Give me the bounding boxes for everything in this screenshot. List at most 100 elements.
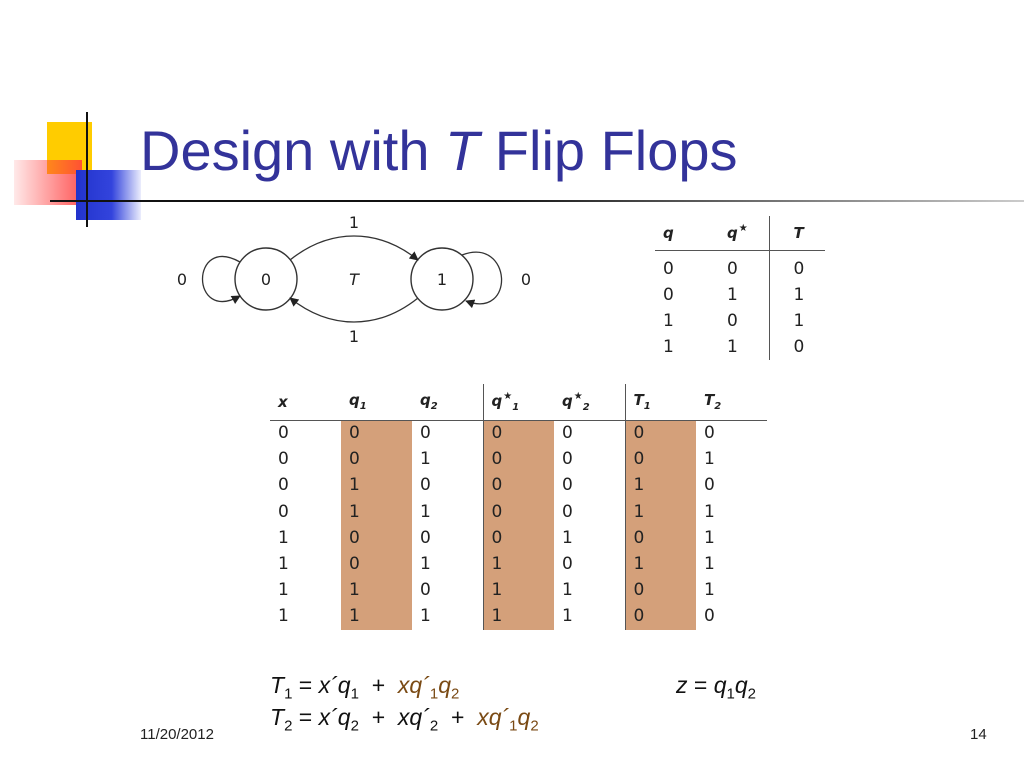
decor-vertical-line [86, 112, 88, 227]
cell: 0 [278, 423, 289, 444]
title-underline [50, 200, 1024, 202]
cell: 1 [420, 501, 431, 522]
title-variable: T [445, 119, 480, 182]
cell: 0 [624, 420, 696, 447]
cell: 1 [624, 550, 696, 578]
table-row: 1 0 1 [655, 308, 825, 334]
cell: 1 [420, 554, 431, 575]
cell: 1 [562, 527, 573, 548]
header-q2-next: q★2 [554, 384, 625, 421]
star-icon: ★ [573, 390, 583, 402]
table-header-row: q q★ T [655, 216, 825, 251]
cell: 1 [278, 580, 289, 601]
cell: 1 [278, 554, 289, 575]
cell: 0 [341, 420, 412, 447]
equation-t2: T2 = x´q2 + xq´2 + xq´1q2 [270, 704, 539, 735]
cell: 1 [663, 311, 674, 331]
cell: 0 [278, 449, 289, 470]
slide-date: 11/20/2012 [140, 726, 214, 743]
cell: 1 [562, 580, 573, 601]
star-icon: ★ [503, 390, 513, 402]
cell: 1 [793, 311, 805, 331]
cell: 1 [624, 472, 696, 499]
title-suffix: Flip Flops [479, 119, 738, 182]
cell: 0 [717, 308, 770, 334]
star-icon: ★ [738, 223, 748, 235]
cell: 1 [704, 501, 715, 522]
self-loop-right [461, 251, 503, 309]
cell: 1 [341, 498, 412, 525]
right-loop-label: 0 [521, 270, 531, 289]
cell: 0 [341, 446, 412, 473]
header-t2: T2 [696, 384, 767, 421]
cell: 1 [624, 498, 696, 525]
diagram-center-label: T [349, 270, 360, 289]
state-label-1: 1 [437, 270, 447, 289]
cell: 1 [278, 606, 289, 627]
cell: 0 [341, 524, 412, 551]
cell: 0 [704, 606, 715, 627]
cell: 0 [278, 475, 289, 496]
cell: 1 [704, 554, 715, 575]
cell: 1 [704, 449, 715, 470]
equation-z: z = q1q2 [676, 672, 756, 703]
cell: 1 [482, 577, 554, 604]
cell: 0 [562, 475, 573, 496]
equation-t1: T1 = x´q1 + xq´1q2 [270, 672, 460, 703]
cell: 1 [482, 603, 554, 630]
cell: 0 [704, 475, 715, 496]
table-row: 0 0 0 [655, 250, 825, 282]
cell: 0 [663, 285, 674, 305]
cell: 0 [624, 524, 696, 551]
header-q1: q1 [341, 384, 412, 421]
highlighted-term: xq´1q2 [477, 704, 539, 735]
cell: 1 [562, 606, 573, 627]
cell: 0 [482, 498, 554, 525]
header-x: x [270, 384, 341, 421]
header-q2: q2 [412, 384, 483, 421]
cell: 0 [717, 250, 770, 282]
cell: 1 [420, 606, 431, 627]
cell: 1 [341, 472, 412, 499]
cell: 0 [562, 554, 573, 575]
cell: 1 [717, 334, 770, 360]
top-arc-label: 1 [349, 213, 359, 232]
cell: 0 [341, 550, 412, 578]
title-prefix: Design with [140, 119, 446, 182]
cell: 0 [482, 446, 554, 473]
header-q-next: q★ [717, 216, 770, 251]
cell: 0 [482, 524, 554, 551]
cell: 1 [278, 527, 289, 548]
decor-red-square [14, 160, 82, 205]
cell: 0 [624, 603, 696, 630]
cell: 0 [482, 420, 554, 447]
cell: 0 [793, 259, 805, 280]
header-t1: T1 [624, 384, 696, 421]
cell: 1 [482, 550, 554, 578]
state-label-0: 0 [261, 270, 271, 289]
cell: 0 [420, 527, 431, 548]
highlighted-term: xq´1q2 [397, 672, 460, 703]
cell: 0 [562, 423, 573, 444]
transition-0-to-1 [289, 235, 419, 261]
bottom-arc-label: 1 [349, 327, 359, 346]
header-q1-next: q★1 [482, 384, 554, 421]
cell: 0 [562, 501, 573, 522]
state-node-1 [410, 247, 474, 311]
cell: 1 [704, 527, 715, 548]
cell: 0 [663, 259, 674, 280]
cell: 0 [420, 423, 431, 444]
header-q: q [655, 216, 717, 251]
cell: 0 [420, 475, 431, 496]
cell: 1 [717, 282, 770, 308]
